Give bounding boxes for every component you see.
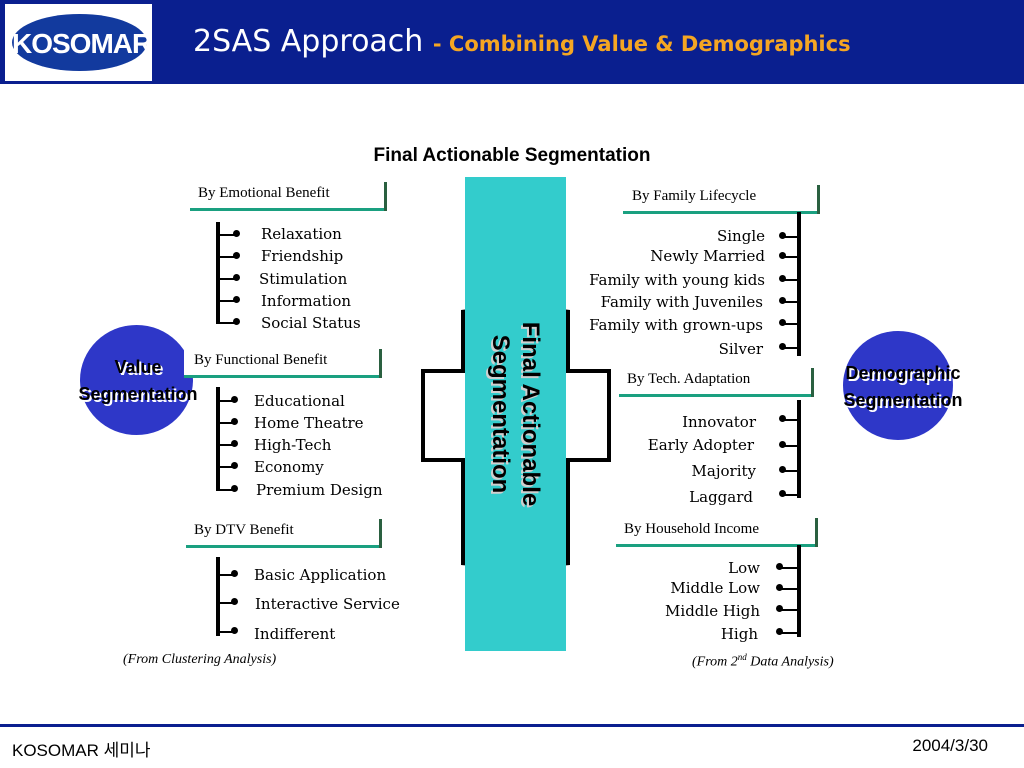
- item-low: Low: [728, 559, 760, 577]
- item-indifferent: Indifferent: [254, 625, 336, 643]
- bullet: [779, 343, 786, 350]
- group-heading-emotional: By Emotional Benefit: [190, 182, 384, 211]
- bullet: [779, 297, 786, 304]
- group-bar-household-income: [797, 545, 801, 637]
- value-segmentation-circle: [80, 325, 193, 435]
- logo-oval: KOSOMAR: [12, 14, 152, 71]
- diagram-title: Final Actionable Segmentation: [373, 145, 651, 166]
- item-educational: Educational: [254, 392, 345, 410]
- left-source-note: (From Clustering Analysis): [123, 652, 277, 667]
- bullet: [779, 252, 786, 259]
- group-heading-dtv: By DTV Benefit: [186, 519, 379, 548]
- bullet: [776, 628, 783, 635]
- item-high: High: [720, 625, 758, 643]
- bullet: [779, 415, 786, 422]
- final-segmentation-block: [465, 177, 566, 651]
- item-silver: Silver: [718, 340, 763, 358]
- item-social-status: Social Status: [261, 314, 361, 332]
- bullet: [776, 605, 783, 612]
- item-middle-high: Middle High: [665, 602, 760, 620]
- bullet: [779, 490, 786, 497]
- kosomar-logo: KOSOMAR: [5, 4, 152, 81]
- item-stimulation: Stimulation: [259, 270, 348, 288]
- item-economy: Economy: [254, 458, 324, 476]
- item-early-adopter: Early Adopter: [647, 436, 754, 454]
- footer-divider: [0, 724, 1024, 727]
- group-heading-household-income: By Household Income: [616, 518, 815, 547]
- group-bar-functional: [216, 387, 220, 491]
- demographic-label-line-1: Demographic: [845, 363, 961, 383]
- item-family-young-kids: Family with young kids: [589, 271, 765, 289]
- value-label-line-2: Segmentation: [78, 384, 198, 404]
- item-relaxation: Relaxation: [261, 225, 342, 243]
- header-bar: KOSOMAR 2SAS Approach - Combining Value …: [0, 0, 1024, 84]
- group-bar-dtv: [216, 557, 220, 636]
- group-bar-tech-adaptation: [797, 400, 801, 498]
- item-premium-design: Premium Design: [256, 481, 383, 499]
- bullet: [233, 252, 240, 259]
- group-bar-family-lifecycle: [797, 212, 801, 356]
- value-label-line-1: Value: [114, 357, 162, 377]
- bullet: [231, 627, 238, 634]
- final-line-1: Final Actionable: [517, 321, 544, 507]
- bullet: [779, 232, 786, 239]
- bullet: [233, 318, 240, 325]
- bullet: [233, 296, 240, 303]
- footer-left-text: KOSOMAR 세미나: [12, 741, 151, 760]
- demographic-label-line-2: Segmentation: [843, 390, 963, 410]
- item-innovator: Innovator: [682, 413, 756, 431]
- value-segmentation-label: Value Segmentation: [56, 354, 220, 408]
- bullet: [779, 441, 786, 448]
- title-subtitle: - Combining Value & Demographics: [432, 32, 851, 56]
- logo-text: KOSOMAR: [12, 28, 152, 59]
- item-basic-application: Basic Application: [254, 566, 387, 584]
- bullet: [231, 440, 238, 447]
- bullet: [233, 230, 240, 237]
- title-main: 2SAS Approach: [193, 24, 424, 59]
- item-friendship: Friendship: [261, 247, 344, 265]
- bullet: [233, 274, 240, 281]
- item-interactive-service: Interactive Service: [255, 595, 400, 613]
- demographic-segmentation-circle: [843, 331, 953, 440]
- group-bar-emotional: [216, 222, 220, 324]
- item-majority: Majority: [691, 462, 756, 480]
- bullet: [231, 485, 238, 492]
- right-source-note: (From 2nd Data Analysis): [692, 652, 834, 670]
- bullet: [231, 570, 238, 577]
- footer-date: 2004/3/30: [912, 736, 988, 755]
- bullet: [231, 598, 238, 605]
- group-heading-tech-adaptation: By Tech. Adaptation: [619, 368, 811, 397]
- group-heading-functional: By Functional Benefit: [184, 349, 379, 378]
- item-family-juveniles: Family with Juveniles: [600, 293, 763, 311]
- bullet: [231, 396, 238, 403]
- bullet: [779, 466, 786, 473]
- slide-title: 2SAS Approach - Combining Value & Demogr…: [193, 24, 851, 59]
- final-segmentation-label: Final Actionable Segmentation: [485, 322, 545, 506]
- item-information: Information: [261, 292, 352, 310]
- bullet: [779, 275, 786, 282]
- item-newly-married: Newly Married: [650, 247, 765, 265]
- item-home-theatre: Home Theatre: [254, 414, 364, 432]
- item-laggard: Laggard: [689, 488, 753, 506]
- demographic-segmentation-label: Demographic Segmentation: [820, 360, 986, 414]
- item-high-tech: High-Tech: [254, 436, 332, 454]
- bullet: [779, 319, 786, 326]
- bullet: [231, 462, 238, 469]
- final-line-2: Segmentation: [487, 334, 514, 494]
- item-family-grown-ups: Family with grown-ups: [589, 316, 763, 334]
- bullet: [776, 563, 783, 570]
- bullet: [231, 418, 238, 425]
- group-heading-family-lifecycle: By Family Lifecycle: [623, 185, 817, 214]
- item-single: Single: [716, 227, 765, 245]
- bullet: [776, 584, 783, 591]
- item-middle-low: Middle Low: [670, 579, 760, 597]
